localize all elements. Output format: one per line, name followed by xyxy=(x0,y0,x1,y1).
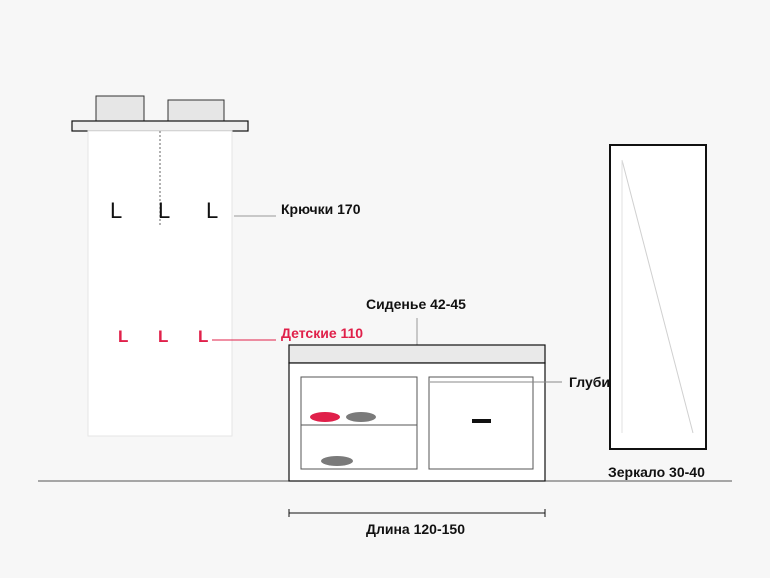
kids-shoe-red xyxy=(310,412,340,422)
coat-rack-panel xyxy=(87,130,233,437)
mirror-label: Зеркало 30-40 xyxy=(608,464,705,480)
hooks-label: Крючки 170 xyxy=(281,201,361,217)
bench-right-door[interactable] xyxy=(428,376,534,470)
wall-shelf xyxy=(71,120,249,132)
kids-hooks-label: Детские 110 xyxy=(281,325,363,341)
shoe-gray-lower xyxy=(321,456,353,466)
shelf-box-left xyxy=(95,95,145,122)
bench-seat-top xyxy=(288,344,546,364)
length-label: Длина 120-150 xyxy=(366,521,465,537)
adult-hook-3: L xyxy=(206,198,218,223)
kids-hook-1: L xyxy=(118,327,128,346)
bench-left-compartment xyxy=(300,376,418,470)
kids-hook-2: L xyxy=(158,327,168,346)
seat-label: Сиденье 42-45 xyxy=(366,296,466,312)
adult-hook-1: L xyxy=(110,198,122,223)
mirror-reflection-line xyxy=(621,159,694,434)
adult-hook-2: L xyxy=(158,198,170,223)
shelf-box-right xyxy=(167,99,225,122)
shoe-gray-upper xyxy=(346,412,376,422)
kids-hook-3: L xyxy=(198,327,208,346)
